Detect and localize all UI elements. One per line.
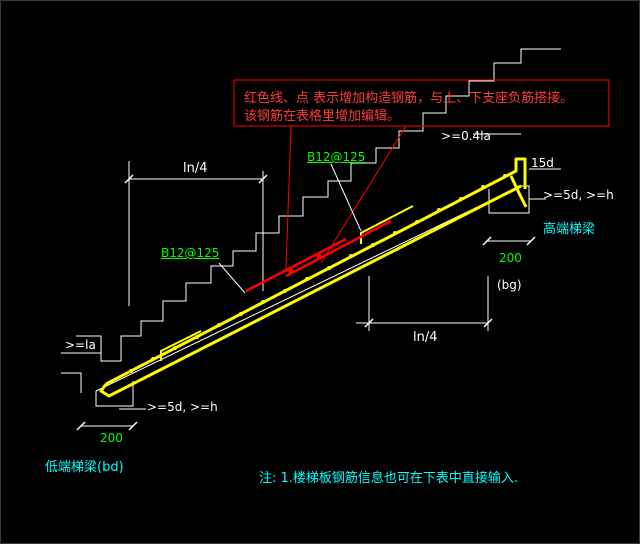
tick-marks	[76, 174, 536, 431]
dim-200-high-label: 200	[499, 251, 522, 265]
note-leaders	[285, 125, 407, 270]
note-box	[233, 79, 610, 127]
stair-outline	[61, 48, 561, 427]
anchor-5d-high-label: >=5d, >=h	[543, 188, 614, 202]
distribution-bars	[129, 174, 507, 373]
note-line-2: 该钢筋在表格里增加编辑。	[244, 109, 401, 124]
rebar-lower-label: B12@125	[161, 246, 220, 260]
footnote: 注: 1.楼梯板钢筋信息也可在下表中直接输入.	[259, 471, 519, 486]
dim-200-low-label: 200	[100, 431, 123, 445]
anchor-5d-low-label: >=5d, >=h	[147, 400, 218, 414]
added-rebar-dots	[288, 253, 322, 274]
added-rebar	[245, 219, 392, 293]
anchor-04la-label: >=0.4la	[441, 129, 491, 143]
rebar-upper-label: B12@125	[307, 150, 366, 164]
bar-hooks	[160, 205, 414, 361]
low-beam-label: 低端梯梁(bd)	[45, 460, 124, 475]
bg-label: (bg)	[497, 278, 522, 292]
note-line-1: 红色线、点 表示增加构造钢筋，与上、下支座负筋搭接。	[244, 91, 574, 106]
ln4-bottom-label: ln/4	[413, 330, 438, 345]
high-beam-label: 高端梯梁	[543, 222, 596, 237]
main-rebar	[99, 157, 528, 398]
label-leaders	[218, 163, 362, 294]
anchor-la-label: >=la	[65, 338, 96, 352]
anchor-15d-label: 15d	[531, 156, 554, 170]
ln4-top-label: ln/4	[183, 161, 208, 176]
